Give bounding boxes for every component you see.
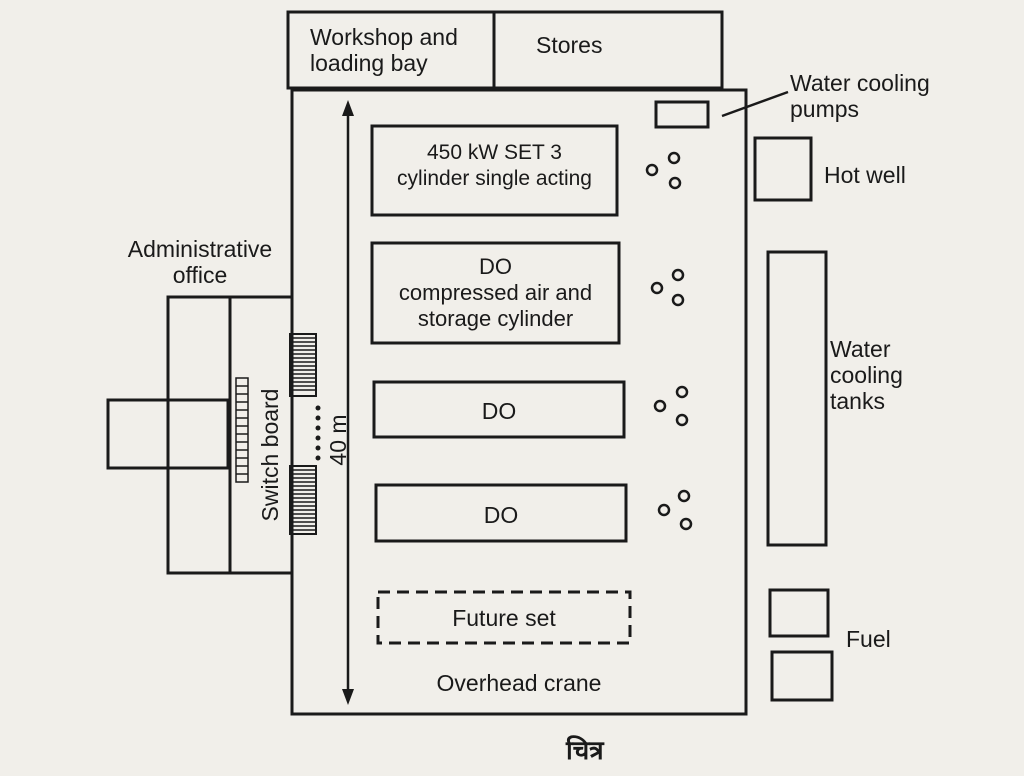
auxiliary-pump-circles — [645, 151, 693, 531]
switch-board-label: Switch board — [257, 388, 283, 522]
generator-set-3-label: DO — [481, 398, 517, 424]
dimension-40m-label: 40 m — [325, 414, 351, 466]
switchboard-panel — [235, 377, 249, 483]
workshop-loading-bay-label: Workshop and loading bay — [310, 24, 458, 76]
fuel-tank-2 — [770, 650, 834, 702]
switchboard-connector-dots — [315, 405, 321, 461]
generator-set-2-label: DO compressed air and storage cylinder — [398, 254, 593, 331]
generator-set-4 — [374, 483, 628, 543]
dimension-arrow-40m — [342, 100, 354, 705]
stores-label: Stores — [536, 32, 603, 58]
fuel-tank-1 — [768, 588, 830, 638]
future-set-label: Future set — [452, 605, 556, 631]
water-cooling-tanks-label: Water cooling tanks — [830, 336, 903, 414]
hot-well-tank — [753, 136, 813, 202]
generator-set-1 — [370, 124, 619, 217]
administrative-office-label: Administrative office — [127, 236, 273, 288]
pumps-leader-line — [721, 90, 789, 118]
figure-caption: चित्र — [566, 736, 604, 766]
future-set-outline — [376, 590, 632, 645]
generator-set-3 — [372, 380, 626, 439]
generator-set-2 — [370, 241, 621, 345]
generator-set-4-label: DO — [483, 502, 519, 528]
generator-set-1-label: 450 kW SET 3 cylinder single acting — [397, 141, 592, 190]
switchboard-hatching — [289, 333, 317, 535]
workshop-stores-block — [286, 10, 724, 90]
hot-well-label: Hot well — [824, 162, 906, 188]
water-cooling-pumps-label: Water cooling pumps — [790, 70, 930, 122]
water-cooling-pump-box — [654, 100, 710, 129]
overhead-crane-label: Overhead crane — [436, 670, 602, 696]
fuel-label: Fuel — [846, 626, 891, 652]
water-cooling-tanks-box — [766, 250, 828, 547]
